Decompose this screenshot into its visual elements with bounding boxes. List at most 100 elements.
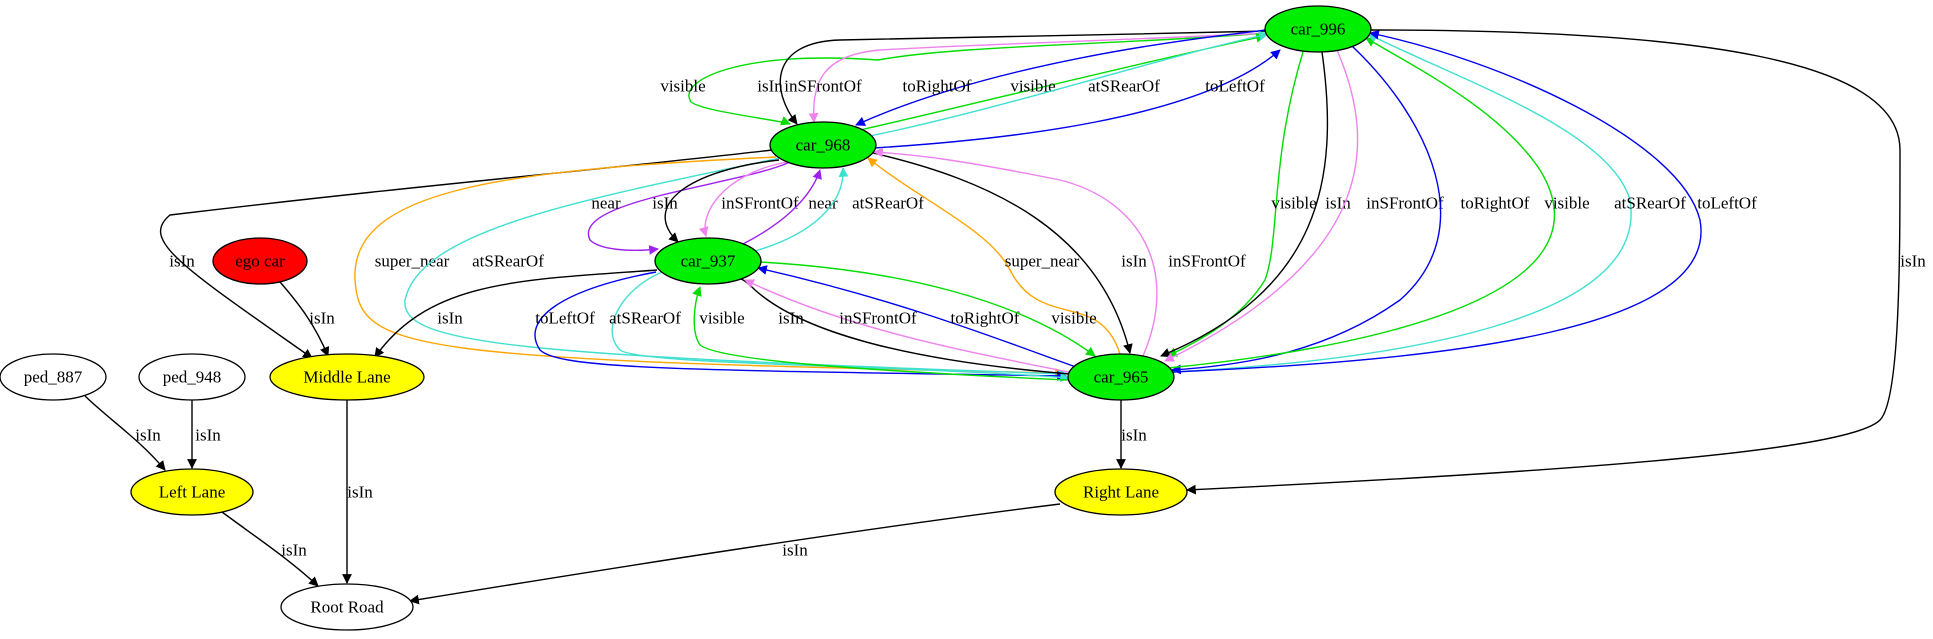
edge-line [1171, 33, 1632, 373]
node-car-968: car_968 [769, 121, 877, 169]
edge-line [692, 286, 1069, 381]
node-shape [130, 468, 254, 516]
edge-label: visible [1051, 309, 1096, 328]
edge-car_996-to-car_968: visible [660, 32, 1267, 126]
node-shape [1067, 353, 1175, 401]
edge-label: inSFrontOf [721, 194, 799, 213]
edge-car_996-to-car_968: inSFrontOf [784, 32, 1269, 123]
edge-car_937-to-car_965: visible [759, 261, 1097, 357]
edge-line [808, 32, 1269, 123]
edge-line [779, 30, 1269, 125]
edge-car_965-to-car_937: isIn [732, 271, 1071, 375]
edge-label: isIn [782, 541, 808, 560]
edge-label: isIn [135, 426, 161, 445]
edge-car_965-to-car_937: inSFrontOf [744, 279, 1074, 374]
edge-car_968-to-car_937: isIn [652, 159, 780, 243]
edge-line [759, 261, 1096, 357]
node-car-996: car_996 [1264, 5, 1372, 53]
edge-label: toLeftOf [1697, 194, 1757, 213]
edge-right_lane-to-root_road: isIn [409, 503, 1061, 605]
edge-car_965-to-car_996: atSRearOf [1171, 33, 1686, 373]
edge-car_996-to-car_968: toRightOf [855, 29, 1267, 126]
edge-label: isIn [757, 77, 783, 96]
edge-car_996-to-car_965: visible [1167, 51, 1317, 357]
edge-car_968-to-car_937: near [587, 161, 791, 255]
node-left-lane: Left Lane [130, 468, 254, 516]
node-shape [769, 121, 877, 169]
node-ped-948: ped_948 [138, 353, 246, 401]
edge-line [855, 29, 1267, 126]
edge-line [757, 265, 1077, 368]
edge-line [872, 152, 1133, 354]
node-label: car_965 [1094, 368, 1149, 387]
edge-label: toRightOf [903, 77, 972, 96]
node-label: Middle Lane [303, 368, 390, 387]
edge-car_996-to-car_965: isIn [1160, 51, 1351, 358]
edge-car_968-to-car_996: atSRearOf [859, 31, 1269, 139]
edge-car_996-to-car_968: isIn [757, 30, 1269, 125]
edge-line [744, 279, 1074, 374]
edge-ped_948-to-left_lane: isIn [187, 400, 221, 469]
edge-car_965-to-car_937: visible [692, 286, 1069, 381]
edge-line [221, 511, 319, 587]
edge-label: toLeftOf [535, 309, 595, 328]
node-shape [269, 353, 425, 401]
edge-car_937-to-middle_lane: isIn [374, 269, 658, 358]
edge-label: isIn [437, 309, 463, 328]
node-shape [212, 237, 308, 285]
edge-car_968-to-car_965: super_near [354, 156, 1065, 378]
edge-car_968-to-car_937: inSFrontOf [698, 161, 799, 237]
edge-line [374, 269, 658, 358]
edge-label: isIn [1325, 194, 1351, 213]
node-shape [138, 353, 246, 401]
edge-car_937-to-car_965: atSRearOf [609, 271, 1070, 383]
edge-label: toLeftOf [1205, 77, 1265, 96]
edge-label: isIn [281, 541, 307, 560]
edge-line [409, 503, 1061, 605]
edge-line [688, 32, 1267, 126]
edge-line [1160, 51, 1329, 358]
node-ego-car: ego car [212, 237, 308, 285]
edge-label: atSRearOf [852, 194, 924, 213]
node-label: Right Lane [1083, 483, 1159, 502]
edge-line [754, 167, 849, 252]
edge-car_937-to-car_968: atSRearOf [754, 167, 924, 252]
edge-line [279, 281, 330, 357]
edge-label: atSRearOf [472, 252, 544, 271]
edge-label: inSFrontOf [1168, 252, 1246, 271]
edge-line [1186, 29, 1901, 495]
edge-car_965-to-car_996: toLeftOf [1172, 29, 1757, 373]
node-shape [280, 583, 414, 631]
edge-car_968-to-car_965: isIn [872, 152, 1147, 354]
edge-label: inSFrontOf [784, 77, 862, 96]
edge-label: toRightOf [951, 309, 1020, 328]
edge-label: near [591, 194, 621, 213]
node-root-road: Root Road [280, 583, 414, 631]
edge-label: isIn [195, 426, 221, 445]
edge-line [859, 31, 1269, 139]
edge-car_965-to-right_lane: isIn [1116, 400, 1147, 469]
edge-line [1167, 51, 1304, 357]
edge-car_965-to-car_996: visible [1167, 37, 1590, 369]
node-shape [1054, 468, 1188, 516]
node-shape [654, 237, 762, 285]
edge-line [611, 271, 1070, 383]
node-car-965: car_965 [1067, 353, 1175, 401]
edge-line [587, 161, 791, 255]
edge-line [873, 147, 1158, 357]
edge-line [1172, 29, 1702, 373]
edge-label: visible [1271, 194, 1316, 213]
edge-label: isIn [169, 252, 195, 271]
edge-line [698, 161, 788, 237]
edge-car_996-to-car_965: toRightOf [1171, 45, 1530, 375]
node-label: ped_948 [163, 368, 222, 387]
edge-line [664, 159, 780, 243]
edge-line [732, 271, 1071, 375]
edge-line [1164, 49, 1359, 362]
edge-middle_lane-to-root_road: isIn [342, 400, 373, 584]
node-label: car_996 [1291, 20, 1346, 39]
edge-line [404, 157, 1067, 379]
